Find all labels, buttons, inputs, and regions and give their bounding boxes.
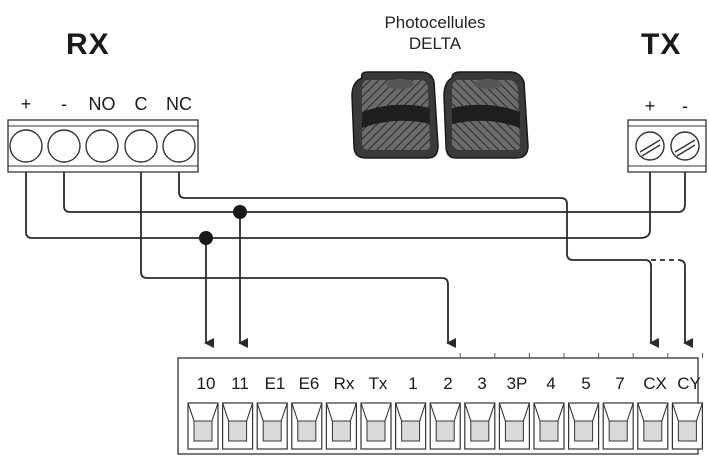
rx-terminal-label-plus: + bbox=[20, 94, 32, 114]
wire-c-terminal-2 bbox=[140, 172, 456, 348]
board-terminal-slot bbox=[291, 402, 323, 450]
board-terminal-label: 10 bbox=[196, 374, 216, 393]
rx-title: RX bbox=[66, 28, 110, 61]
rx-screw-minus bbox=[47, 129, 81, 163]
photocells-title-line1: Photocellules bbox=[384, 13, 486, 32]
wire-rx-plus-tx-plus bbox=[25, 172, 651, 239]
board-terminal-slot bbox=[222, 402, 254, 450]
wire-rx-minus-tx-minus bbox=[63, 172, 686, 213]
board-terminal-slot bbox=[464, 402, 496, 450]
tx-terminal-block bbox=[627, 119, 707, 173]
board-terminal-slot bbox=[498, 402, 530, 450]
board-terminal-slot bbox=[360, 402, 392, 450]
rx-terminal-label-minus: - bbox=[61, 94, 67, 114]
board-terminal-slot bbox=[395, 402, 427, 450]
junction-dot-minus bbox=[233, 205, 247, 219]
board-terminal-label: Rx bbox=[333, 374, 355, 393]
board-terminal-slot bbox=[187, 402, 219, 450]
rx-terminal-label-nc: NC bbox=[166, 94, 192, 114]
board-terminal-label: 3 bbox=[477, 374, 487, 393]
board-terminal-slot bbox=[602, 402, 634, 450]
board-terminal-label: 4 bbox=[546, 374, 556, 393]
rx-terminal-block bbox=[7, 119, 199, 173]
tx-title: TX bbox=[641, 28, 682, 61]
control-board bbox=[177, 353, 704, 455]
junction-dot-plus bbox=[199, 231, 213, 245]
board-terminal-label: E6 bbox=[298, 374, 320, 393]
board-terminal-slot bbox=[533, 402, 565, 450]
board-terminal-label: E1 bbox=[264, 374, 286, 393]
photocell-left-icon bbox=[351, 71, 439, 159]
wire-nc-terminal-cx bbox=[178, 172, 659, 348]
board-terminal-label: 7 bbox=[615, 374, 625, 393]
board-terminal-slot bbox=[256, 402, 288, 450]
rx-screw-nc bbox=[162, 129, 196, 163]
board-terminal-slot bbox=[567, 402, 600, 450]
board-terminal-slot bbox=[429, 402, 461, 450]
board-terminal-slot bbox=[637, 402, 669, 450]
rx-screw-no bbox=[85, 129, 119, 163]
photocells-title-line2: DELTA bbox=[408, 34, 462, 53]
board-terminal-slot bbox=[671, 402, 704, 450]
board-terminal-label: 3P bbox=[506, 374, 528, 393]
wire-terminal-cy bbox=[677, 259, 693, 348]
board-terminal-label: CY bbox=[677, 374, 701, 393]
rx-terminal-label-no: NO bbox=[88, 94, 116, 114]
board-terminal-label: 2 bbox=[443, 374, 453, 393]
rx-screw-c bbox=[124, 129, 158, 163]
photocells-title: Photocellules DELTA bbox=[370, 12, 500, 54]
board-terminal-label: 1 bbox=[408, 374, 418, 393]
photocell-right-icon bbox=[443, 71, 529, 159]
board-terminal-label: CX bbox=[643, 374, 667, 393]
tx-terminal-label-plus: + bbox=[644, 96, 656, 116]
board-terminal-label: 11 bbox=[231, 374, 249, 393]
rx-screw-plus bbox=[9, 129, 43, 163]
rx-terminal-label-c: C bbox=[134, 94, 148, 114]
wires bbox=[25, 172, 693, 348]
board-terminal-slot bbox=[325, 402, 357, 450]
board-terminal-label: Tx bbox=[368, 374, 388, 393]
tx-terminal-label-minus: - bbox=[682, 96, 688, 116]
board-terminal-label: 5 bbox=[581, 374, 591, 393]
